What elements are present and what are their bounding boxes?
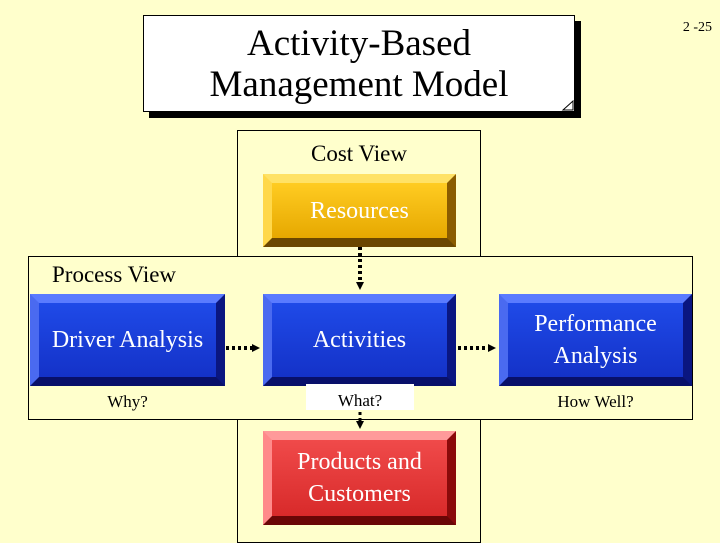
process-view-label: Process View	[30, 262, 222, 288]
cost-view-label: Cost View	[311, 141, 407, 166]
page-number: 2 -25	[682, 20, 712, 35]
page-curl-icon	[561, 99, 574, 111]
activities-box: Activities	[263, 294, 456, 386]
resources-box: Resources	[263, 174, 456, 247]
title-line-2: Management Model	[209, 63, 509, 105]
performance-analysis-label: Performance Analysis	[508, 303, 683, 377]
resources-label: Resources	[272, 183, 447, 238]
activities-label: Activities	[272, 303, 447, 377]
driver-analysis-box: Driver Analysis	[30, 294, 225, 386]
how-well-label: How Well?	[557, 392, 634, 411]
what-label: What?	[306, 384, 414, 410]
products-customers-box: Products and Customers	[263, 431, 456, 525]
driver-analysis-label: Driver Analysis	[39, 303, 216, 377]
performance-analysis-box: Performance Analysis	[499, 294, 692, 386]
title-box: Activity-Based Management Model	[143, 15, 575, 112]
products-customers-label: Products and Customers	[272, 440, 447, 516]
why-label: Why?	[107, 392, 148, 411]
title-line-1: Activity-Based	[246, 22, 471, 64]
